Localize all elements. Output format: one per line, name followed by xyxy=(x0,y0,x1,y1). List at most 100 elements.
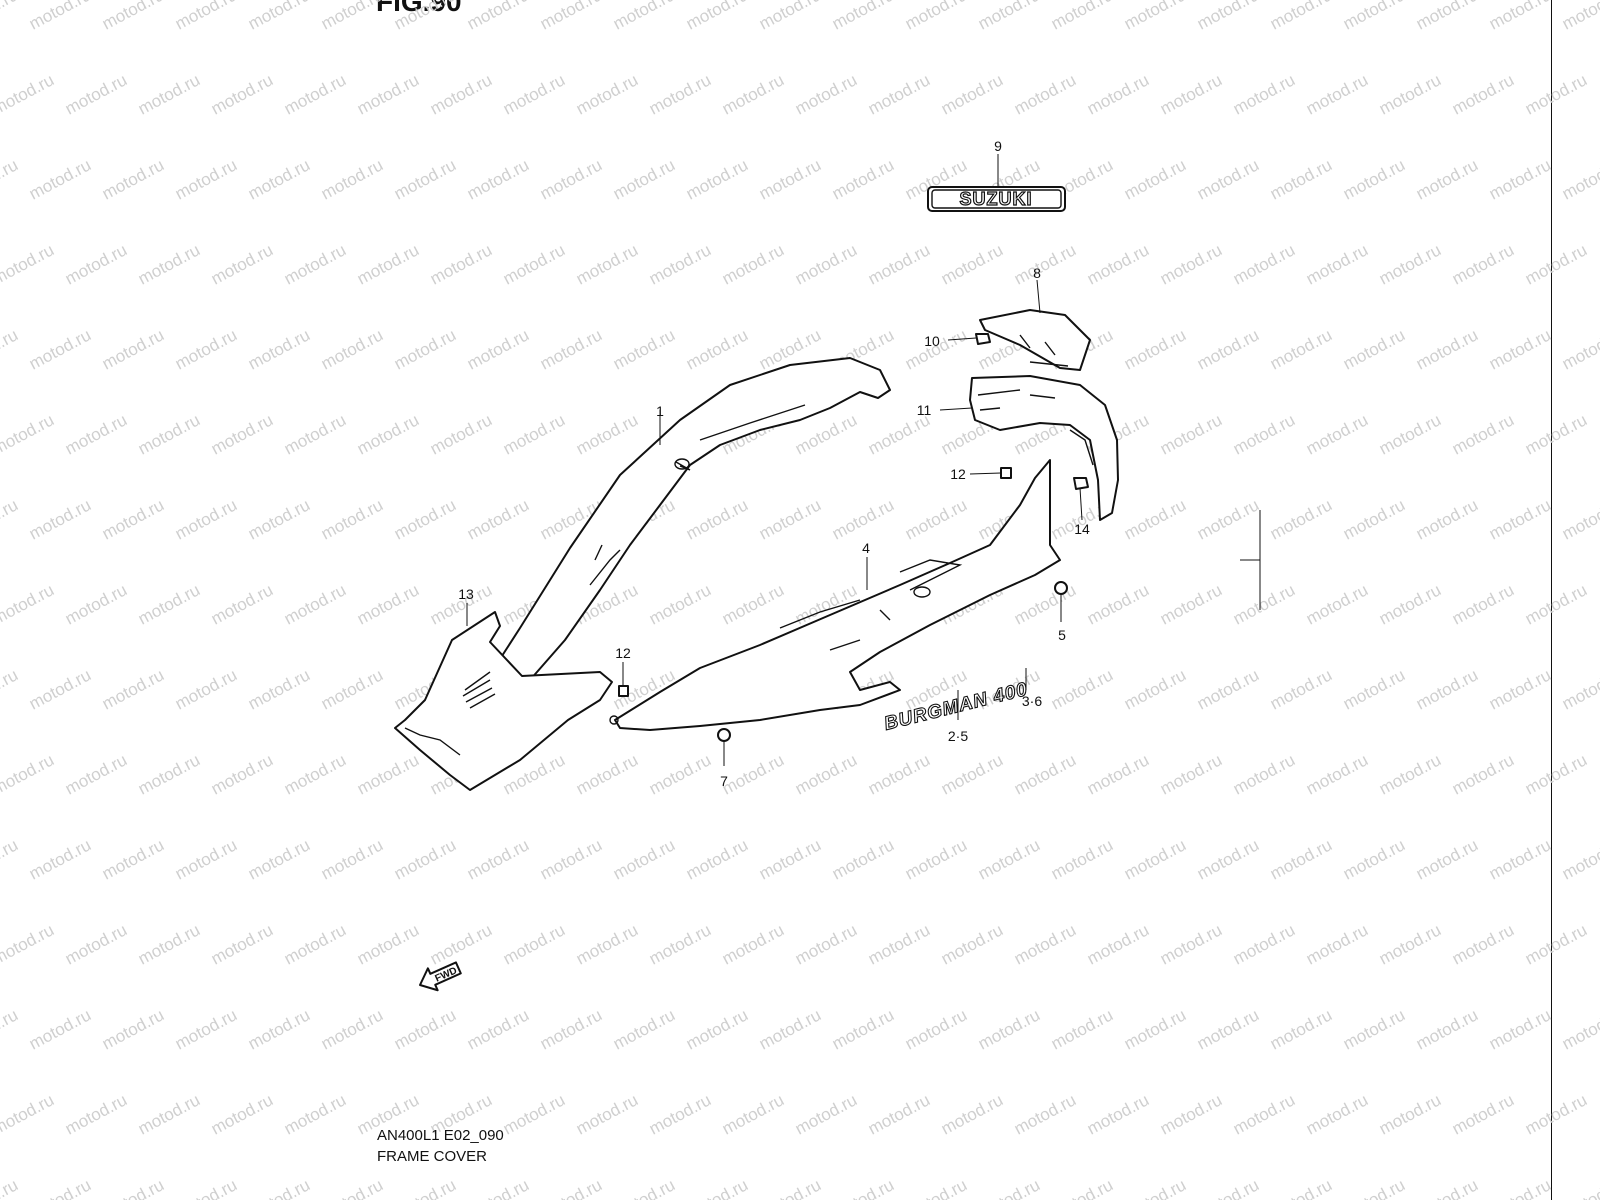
watermark-text: motod.ru xyxy=(281,920,349,968)
watermark-text: motod.ru xyxy=(829,1175,897,1200)
watermark-text: motod.ru xyxy=(1267,0,1335,34)
watermark-text: motod.ru xyxy=(172,495,240,543)
watermark-text: motod.ru xyxy=(1048,665,1116,713)
watermark-text: motod.ru xyxy=(719,1090,787,1138)
frame-border-right xyxy=(1551,0,1552,1200)
watermark-text: motod.ru xyxy=(1340,325,1408,373)
watermark-text: motod.ru xyxy=(318,665,386,713)
watermark-text: motod.ru xyxy=(354,580,422,628)
watermark-text: motod.ru xyxy=(683,325,751,373)
watermark-text: motod.ru xyxy=(1194,155,1262,203)
watermark-text: motod.ru xyxy=(0,155,21,203)
watermark-text: motod.ru xyxy=(318,495,386,543)
watermark-text: motod.ru xyxy=(865,750,933,798)
watermark-text: motod.ru xyxy=(646,1090,714,1138)
watermark-text: motod.ru xyxy=(99,835,167,883)
watermark-text: motod.ru xyxy=(829,1005,897,1053)
watermark-text: motod.ru xyxy=(1413,835,1481,883)
watermark-text: motod.ru xyxy=(500,1090,568,1138)
watermark-text: motod.ru xyxy=(1486,155,1554,203)
watermark-text: motod.ru xyxy=(537,1005,605,1053)
watermark-text: motod.ru xyxy=(391,1175,459,1200)
watermark-text: motod.ru xyxy=(683,0,751,34)
callout-5: 5 xyxy=(1058,627,1066,643)
watermark-text: motod.ru xyxy=(1194,665,1262,713)
watermark-text: motod.ru xyxy=(719,750,787,798)
watermark-text: motod.ru xyxy=(26,0,94,34)
watermark-text: motod.ru xyxy=(245,1175,313,1200)
callout-labels: 1 2·5 3·6 4 5 7 8 9 10 11 12 12 13 14 xyxy=(458,138,1090,789)
watermark-text: motod.ru xyxy=(902,0,970,34)
callout-10: 10 xyxy=(924,333,940,349)
watermark-text: motod.ru xyxy=(829,155,897,203)
watermark-text: motod.ru xyxy=(1194,1005,1262,1053)
watermark-text: motod.ru xyxy=(573,70,641,118)
watermark-text: motod.ru xyxy=(1121,835,1189,883)
watermark-text: motod.ru xyxy=(1376,1090,1444,1138)
watermark-text: motod.ru xyxy=(99,155,167,203)
watermark-text: motod.ru xyxy=(683,835,751,883)
watermark-text: motod.ru xyxy=(573,240,641,288)
watermark-text: motod.ru xyxy=(1121,495,1189,543)
watermark-text: motod.ru xyxy=(62,410,130,458)
watermark-text: motod.ru xyxy=(865,1090,933,1138)
watermark-text: motod.ru xyxy=(1340,665,1408,713)
watermark-text: motod.ru xyxy=(1449,920,1517,968)
watermark-text: motod.ru xyxy=(245,325,313,373)
watermark-text: motod.ru xyxy=(0,920,57,968)
watermark-text: motod.ru xyxy=(1449,70,1517,118)
watermark-text: motod.ru xyxy=(135,1090,203,1138)
watermark-text: motod.ru xyxy=(1413,0,1481,34)
watermark-text: motod.ru xyxy=(1084,750,1152,798)
callout-8: 8 xyxy=(1033,265,1041,281)
watermark-text: motod.ru xyxy=(1048,1175,1116,1200)
watermark-text: motod.ru xyxy=(0,495,21,543)
watermark-text: motod.ru xyxy=(464,0,532,34)
watermark-text: motod.ru xyxy=(1267,155,1335,203)
callout-12-upper: 12 xyxy=(950,466,966,482)
watermark-text: motod.ru xyxy=(1157,1090,1225,1138)
watermark-text: motod.ru xyxy=(938,1090,1006,1138)
watermark-text: motod.ru xyxy=(135,240,203,288)
watermark-text: motod.ru xyxy=(26,495,94,543)
watermark-text: motod.ru xyxy=(719,920,787,968)
watermark-text: motod.ru xyxy=(756,155,824,203)
watermark-text: motod.ru xyxy=(1194,1175,1262,1200)
watermark-text: motod.ru xyxy=(1522,70,1590,118)
watermark-text: motod.ru xyxy=(537,1175,605,1200)
watermark-text: motod.ru xyxy=(1559,495,1600,543)
watermark-text: motod.ru xyxy=(391,495,459,543)
watermark-text: motod.ru xyxy=(975,835,1043,883)
watermark-text: motod.ru xyxy=(1303,750,1371,798)
watermark-text: motod.ru xyxy=(537,325,605,373)
watermark-text: motod.ru xyxy=(99,1175,167,1200)
watermark-text: motod.ru xyxy=(281,1090,349,1138)
watermark-text: motod.ru xyxy=(0,70,57,118)
watermark-text: motod.ru xyxy=(1376,920,1444,968)
watermark-text: motod.ru xyxy=(208,410,276,458)
watermark-text: motod.ru xyxy=(792,240,860,288)
watermark-text: motod.ru xyxy=(135,580,203,628)
watermark-text: motod.ru xyxy=(1157,750,1225,798)
watermark-text: motod.ru xyxy=(1303,240,1371,288)
watermark-text: motod.ru xyxy=(1449,240,1517,288)
watermark-text: motod.ru xyxy=(1011,240,1079,288)
watermark-text: motod.ru xyxy=(1084,1090,1152,1138)
watermark-text: motod.ru xyxy=(1121,155,1189,203)
watermark-text: motod.ru xyxy=(1340,0,1408,34)
watermark-text: motod.ru xyxy=(829,495,897,543)
watermark-text: motod.ru xyxy=(1048,0,1116,34)
watermark-text: motod.ru xyxy=(172,1175,240,1200)
watermark-text: motod.ru xyxy=(573,920,641,968)
watermark-text: motod.ru xyxy=(245,495,313,543)
watermark-text: motod.ru xyxy=(135,410,203,458)
watermark-text: motod.ru xyxy=(537,155,605,203)
watermark-text: motod.ru xyxy=(610,1005,678,1053)
callout-2-5: 2·5 xyxy=(948,728,968,744)
watermark-text: motod.ru xyxy=(1157,240,1225,288)
watermark-text: motod.ru xyxy=(99,495,167,543)
watermark-text: motod.ru xyxy=(245,155,313,203)
watermark-text: motod.ru xyxy=(1486,1175,1554,1200)
watermark-text: motod.ru xyxy=(318,1005,386,1053)
callout-14: 14 xyxy=(1074,521,1090,537)
